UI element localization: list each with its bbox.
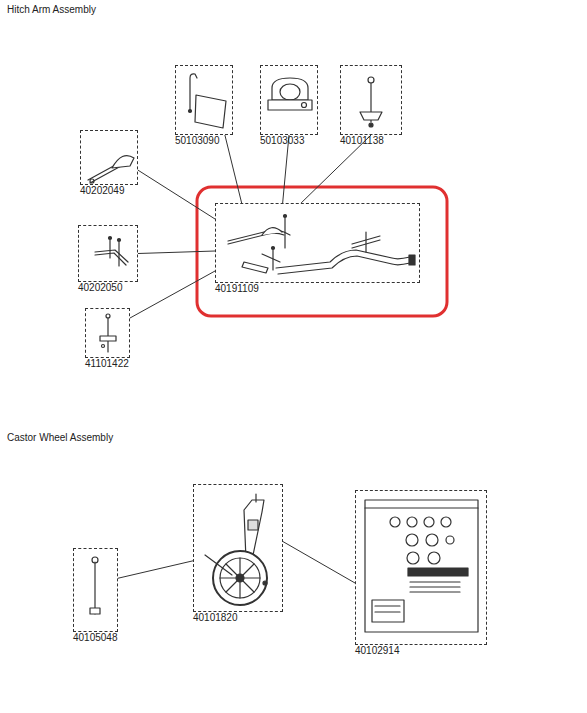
leader-line bbox=[138, 251, 215, 254]
part-box: 40101820 bbox=[193, 484, 283, 612]
part-box: 40105048 bbox=[73, 548, 118, 632]
part-number: 40191109 bbox=[215, 284, 259, 294]
part-box: 40191109 bbox=[215, 203, 420, 283]
part-number: 50103090 bbox=[175, 136, 220, 146]
part-box: 40202050 bbox=[78, 225, 138, 282]
part-number: 50103033 bbox=[260, 136, 305, 146]
part-box: 40101138 bbox=[340, 65, 402, 135]
part-box: 40102914 bbox=[355, 490, 487, 645]
part-number: 40202049 bbox=[80, 186, 125, 196]
part-number: 40102914 bbox=[355, 646, 400, 656]
leader-line bbox=[118, 561, 193, 578]
part-box: 50103090 bbox=[175, 65, 233, 135]
part-box: 40202049 bbox=[80, 130, 138, 185]
section-heading: Hitch Arm Assembly bbox=[7, 5, 96, 15]
part-number: 40202050 bbox=[78, 283, 123, 293]
leader-line bbox=[130, 271, 215, 318]
part-number: 41101422 bbox=[85, 359, 129, 369]
part-box: 50103033 bbox=[260, 65, 318, 135]
section-heading: Castor Wheel Assembly bbox=[7, 433, 113, 443]
part-number: 40101820 bbox=[193, 613, 238, 623]
leader-line bbox=[225, 135, 242, 203]
part-number: 40105048 bbox=[73, 633, 118, 643]
leader-line bbox=[283, 542, 355, 583]
leader-line bbox=[138, 170, 215, 219]
part-box: 41101422 bbox=[85, 308, 130, 358]
part-number: 40101138 bbox=[340, 136, 384, 146]
